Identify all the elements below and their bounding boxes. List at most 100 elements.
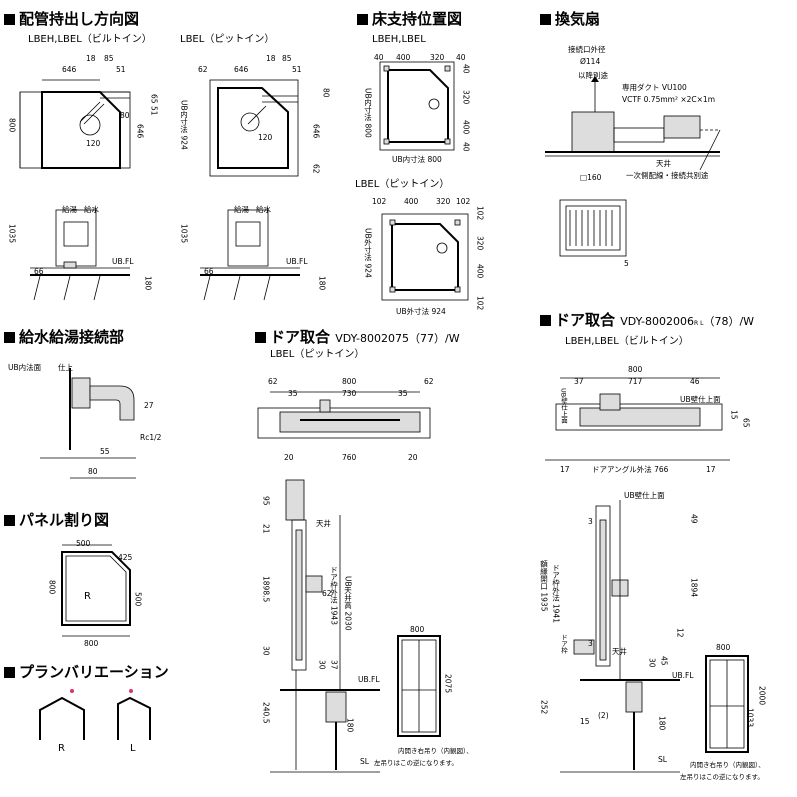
- label-cold-1: 給水: [84, 205, 99, 214]
- fan-cable: VCTF 0.75mm² ×2C×1m: [622, 95, 716, 104]
- panel-drawing: [61, 544, 131, 637]
- panel-425: 425: [118, 553, 133, 562]
- label-hot-2: 給湯: [234, 205, 249, 214]
- fl-40b: 40: [456, 53, 466, 62]
- label-hot-1: 給湯: [62, 205, 77, 214]
- floor-plan-builtin: [379, 61, 455, 151]
- water-section-title: 給水給湯接続部: [4, 330, 124, 345]
- d2-2: (2): [598, 711, 609, 720]
- pipe-sub-builtin: LBEH,LBEL（ビルトイン）: [28, 34, 152, 45]
- dim-85: 85: [104, 54, 114, 63]
- d2-15: 15: [729, 410, 739, 420]
- plan-variation-drawing: [39, 689, 151, 740]
- door2-sub: LBEH,LBEL（ビルトイン）: [565, 336, 689, 347]
- pipe-plan-pitin: [209, 79, 299, 177]
- fl-ub-inner-side: UB内寸法 800: [363, 88, 373, 138]
- d1-frame: ドア枠外法 1943: [329, 566, 339, 625]
- door2-elevation: [705, 655, 749, 753]
- pipe-elev-builtin: [30, 209, 130, 301]
- d1-95: 95: [261, 496, 271, 506]
- d1-sl: SL: [360, 757, 369, 766]
- d2-17a: 17: [560, 465, 570, 474]
- water-27: 27: [144, 401, 154, 410]
- dim-51b: 51: [292, 65, 302, 74]
- d2-elev-800: 800: [716, 643, 731, 652]
- door2-section-title: ドア取合 VDY-8002006R L（78）/W: [540, 313, 754, 328]
- d1-elev-2075: 2075: [443, 674, 453, 694]
- d2-1033: 1033: [745, 708, 755, 728]
- floor-sub-2: LBEL（ピットイン）: [355, 179, 450, 190]
- fl-40v2: 40: [461, 142, 471, 152]
- d2-ceiling: 天井: [612, 647, 627, 656]
- d2-ub-wall2: UB壁仕上面: [624, 491, 665, 500]
- panel-500-top: 500: [76, 539, 91, 548]
- dim-66b: 66: [204, 267, 214, 276]
- fl-inner: UB内寸法 800: [392, 155, 442, 164]
- d1-62b: 62: [424, 377, 434, 386]
- fan-section-title: 換気扇: [540, 12, 600, 27]
- d2-46: 46: [690, 377, 700, 386]
- dim-180: 180: [143, 276, 153, 291]
- floor-sub-1: LBEH,LBEL: [372, 34, 426, 45]
- fl-400v: 400: [461, 120, 471, 135]
- d1-35a: 35: [288, 389, 298, 398]
- dim-66: 66: [34, 267, 44, 276]
- d2-252: 252: [539, 700, 549, 715]
- door1-sub: LBEL（ピットイン）: [270, 349, 365, 360]
- fl-102b: 102: [456, 197, 471, 206]
- d1-30: 30: [261, 646, 271, 656]
- fan-size: □160: [580, 173, 602, 182]
- dim-120b: 120: [258, 133, 273, 142]
- d2-12: 12: [675, 628, 685, 638]
- door1-elevation: [397, 635, 441, 737]
- ubfl-1: UB.FL: [112, 257, 134, 266]
- dim-62: 62: [198, 65, 208, 74]
- floor-plan-pitin: [381, 213, 469, 301]
- d2-17b: 17: [706, 465, 716, 474]
- d2-door-frame: ドア枠: [559, 634, 568, 654]
- d1-ubfl: UB.FL: [358, 675, 380, 684]
- water-finish: 仕上: [58, 363, 73, 372]
- pipe-elev-pitin: [200, 209, 300, 301]
- d2-ubwall: UB壁仕上面: [680, 395, 721, 404]
- d2-3b: 3: [588, 639, 593, 648]
- dim-646c: 646: [311, 124, 321, 139]
- fl-400b: 400: [404, 197, 419, 206]
- pipe-sub-pitin: LBEL（ピットイン）: [180, 34, 275, 45]
- dim-51v: 51: [149, 106, 159, 116]
- dim-18b: 18: [266, 54, 276, 63]
- d1-30b: 30: [317, 660, 327, 670]
- d2-37: 37: [574, 377, 584, 386]
- fl-320b: 320: [436, 197, 451, 206]
- d1-35b: 35: [398, 389, 408, 398]
- dim-800: 800: [7, 118, 17, 133]
- water-rc: Rc1/2: [140, 433, 162, 442]
- d1-note2: 左吊りはこの逆になります。: [374, 759, 458, 767]
- d2-800: 800: [628, 365, 643, 374]
- fl-102v: 102: [475, 206, 485, 221]
- d1-730: 730: [342, 389, 357, 398]
- panel-500-right: 500: [133, 592, 143, 607]
- fl-320a: 320: [430, 53, 445, 62]
- plan-r: R: [58, 743, 65, 754]
- fan-ceiling: 天井: [656, 159, 671, 168]
- dim-62v: 62: [311, 164, 321, 174]
- d2-3a: 3: [588, 517, 593, 526]
- label-cold-2: 給水: [256, 205, 271, 214]
- d2-ubfl: UB.FL: [672, 671, 694, 680]
- plan-section-title: プランバリエーション: [4, 665, 169, 680]
- water-inner-face: UB内法面: [8, 363, 42, 372]
- water-80: 80: [88, 467, 98, 476]
- fan-diameter-val: Ø114: [580, 57, 601, 66]
- fan-section-drawing: [545, 76, 721, 171]
- d1-20b: 20: [408, 453, 418, 462]
- door1-section-title: ドア取合 VDY-8002075（77）/W: [255, 330, 460, 345]
- panel-800-left: 800: [47, 580, 57, 595]
- d2-opening: 額縁開口 1935: [539, 560, 549, 612]
- d1-62c: 62: [322, 589, 332, 598]
- fan-dim-5: 5: [624, 259, 629, 268]
- dim-1035b: 1035: [179, 224, 189, 244]
- d1-note1: 内開き右吊り（内観図）、: [398, 747, 473, 755]
- ubfl-2: UB.FL: [286, 257, 308, 266]
- pipe-plan-builtin: [19, 79, 131, 169]
